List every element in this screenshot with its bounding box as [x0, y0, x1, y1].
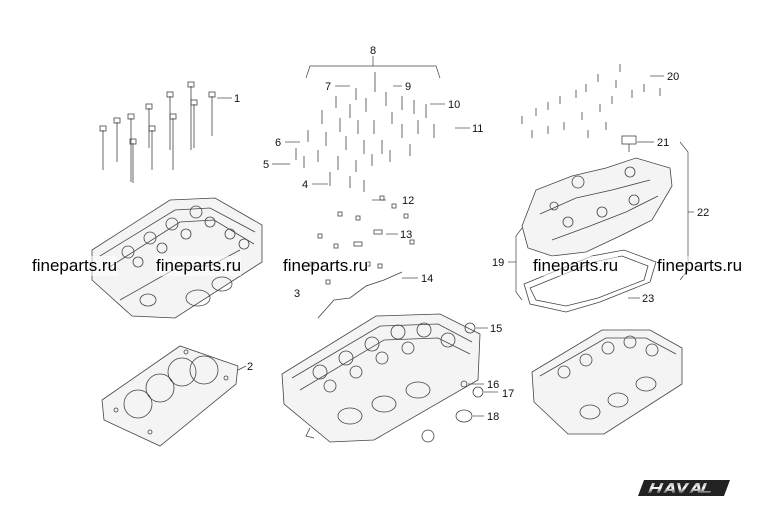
callout-18: 18	[487, 411, 499, 423]
callout-15: 15	[490, 323, 502, 335]
watermark-text: fineparts.ru	[657, 256, 743, 276]
callout-8: 8	[370, 45, 376, 57]
callout-2: 2	[247, 361, 253, 373]
callout-labels: 1 2 3 4 5 6 7 8 9 10 11 12 13 14 15 16 1…	[234, 45, 709, 423]
watermark-text: fineparts.ru	[533, 256, 619, 276]
valve-cover-illustration	[508, 64, 694, 313]
callout-19: 19	[492, 257, 504, 269]
callout-10: 10	[448, 99, 460, 111]
callout-22: 22	[697, 207, 709, 219]
callout-11: 11	[472, 123, 483, 135]
watermark-text: fineparts.ru	[32, 256, 118, 276]
cylinder-head-right-illustration	[531, 329, 683, 435]
callout-23: 23	[642, 293, 654, 305]
callout-20: 20	[667, 71, 679, 83]
callout-3: 3	[294, 288, 300, 300]
head-gasket-illustration	[101, 345, 247, 447]
callout-4: 4	[302, 179, 308, 191]
callout-6: 6	[275, 137, 281, 149]
callout-14: 14	[421, 273, 433, 285]
callout-1: 1	[234, 93, 240, 105]
cylinder-head-center-illustration	[281, 313, 498, 443]
callout-17: 17	[502, 388, 514, 400]
callout-21: 21	[657, 137, 669, 149]
haval-logo	[638, 480, 730, 496]
callout-9: 9	[405, 81, 411, 93]
valve-train-parts-illustration	[272, 56, 470, 319]
callout-12: 12	[402, 195, 414, 207]
callout-7: 7	[325, 81, 331, 93]
callout-13: 13	[400, 229, 412, 241]
watermark-text: fineparts.ru	[283, 256, 369, 276]
callout-5: 5	[263, 159, 269, 171]
watermark-text: fineparts.ru	[156, 256, 242, 276]
callout-16: 16	[487, 379, 499, 391]
head-bolts-illustration	[99, 81, 232, 183]
